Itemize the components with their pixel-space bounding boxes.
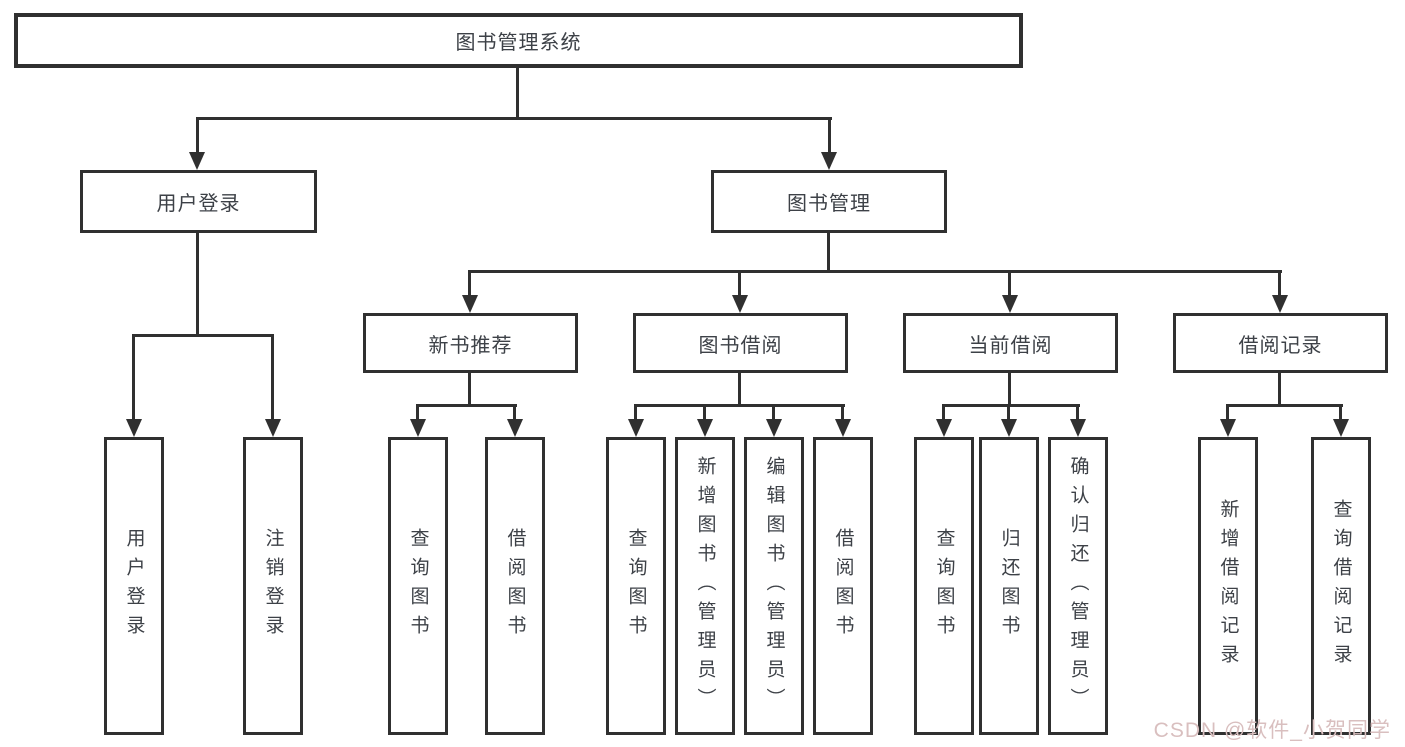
- connector-line: [738, 270, 741, 297]
- connector-line: [132, 334, 135, 421]
- leaf-cb-return-books: 归还图书: [979, 437, 1039, 735]
- arrow-down-icon: [766, 419, 782, 437]
- node-label: 查询图书: [625, 528, 647, 644]
- node-label: 编辑图书（管理员）: [763, 455, 785, 717]
- connector-line: [1278, 270, 1281, 297]
- node-label: 借阅图书: [504, 528, 526, 644]
- arrow-down-icon: [1272, 295, 1288, 313]
- arrow-down-icon: [462, 295, 478, 313]
- connector-line: [1226, 404, 1229, 421]
- arrow-down-icon: [265, 419, 281, 437]
- connector-line: [1076, 404, 1079, 421]
- leaf-br-add-record: 新增借阅记录: [1198, 437, 1258, 735]
- connector-line: [634, 404, 845, 407]
- leaf-cb-query-books: 查询图书: [914, 437, 974, 735]
- node-current-borrow: 当前借阅: [903, 313, 1118, 373]
- connector-line: [772, 404, 775, 421]
- node-book-management: 图书管理: [711, 170, 947, 233]
- node-user-login: 用户登录: [80, 170, 317, 233]
- arrow-down-icon: [835, 419, 851, 437]
- connector-line: [827, 230, 830, 273]
- arrow-down-icon: [936, 419, 952, 437]
- node-label: 注销登录: [262, 528, 284, 644]
- leaf-bb-add-books-admin: 新增图书（管理员）: [675, 437, 735, 735]
- arrow-down-icon: [189, 152, 205, 170]
- leaf-bb-borrow-books: 借阅图书: [813, 437, 873, 735]
- arrow-down-icon: [410, 419, 426, 437]
- connector-line: [516, 66, 519, 119]
- connector-line: [416, 404, 517, 407]
- arrow-down-icon: [1220, 419, 1236, 437]
- leaf-logout: 注销登录: [243, 437, 303, 735]
- node-label: 新增图书（管理员）: [694, 455, 716, 717]
- node-borrow-records: 借阅记录: [1173, 313, 1388, 373]
- leaf-nb-borrow-books: 借阅图书: [485, 437, 545, 735]
- connector-line: [469, 270, 1282, 273]
- connector-line: [513, 404, 516, 421]
- csdn-watermark: CSDN @软件_小贺同学: [1153, 719, 1391, 742]
- node-label: 用户登录: [123, 528, 145, 644]
- connector-line: [132, 334, 274, 337]
- node-label: 查询借阅记录: [1330, 499, 1352, 673]
- node-label: 查询图书: [933, 528, 955, 644]
- connector-line: [196, 117, 199, 155]
- connector-line: [942, 404, 1080, 407]
- arrow-down-icon: [821, 152, 837, 170]
- arrow-down-icon: [1333, 419, 1349, 437]
- connector-line: [1339, 404, 1342, 421]
- connector-line: [703, 404, 706, 421]
- arrow-down-icon: [126, 419, 142, 437]
- leaf-br-query-record: 查询借阅记录: [1311, 437, 1371, 735]
- connector-line: [828, 117, 831, 155]
- leaf-cb-confirm-return-admin: 确认归还（管理员）: [1048, 437, 1108, 735]
- connector-line: [1007, 404, 1010, 421]
- connector-line: [468, 371, 471, 407]
- connector-line: [1278, 371, 1281, 407]
- connector-line: [738, 371, 741, 407]
- arrow-down-icon: [1002, 295, 1018, 313]
- connector-line: [841, 404, 844, 421]
- node-label: 归还图书: [998, 528, 1020, 644]
- connector-line: [942, 404, 945, 421]
- leaf-user-login: 用户登录: [104, 437, 164, 735]
- connector-line: [196, 230, 199, 337]
- arrow-down-icon: [1001, 419, 1017, 437]
- node-label: 新增借阅记录: [1217, 499, 1239, 673]
- connector-line: [634, 404, 637, 421]
- connector-line: [468, 270, 471, 297]
- node-label: 查询图书: [407, 528, 429, 644]
- arrow-down-icon: [507, 419, 523, 437]
- arrow-down-icon: [732, 295, 748, 313]
- connector-line: [1226, 404, 1343, 407]
- connector-line: [196, 117, 832, 120]
- arrow-down-icon: [1070, 419, 1086, 437]
- leaf-bb-query-books: 查询图书: [606, 437, 666, 735]
- node-new-book-recommend: 新书推荐: [363, 313, 578, 373]
- leaf-bb-edit-books-admin: 编辑图书（管理员）: [744, 437, 804, 735]
- connector-line: [1008, 371, 1011, 407]
- leaf-nb-query-books: 查询图书: [388, 437, 448, 735]
- node-label: 借阅图书: [832, 528, 854, 644]
- connector-line: [416, 404, 419, 421]
- node-book-borrow: 图书借阅: [633, 313, 848, 373]
- arrow-down-icon: [697, 419, 713, 437]
- connector-line: [1008, 270, 1011, 297]
- node-label: 确认归还（管理员）: [1067, 455, 1089, 717]
- connector-line: [271, 334, 274, 421]
- arrow-down-icon: [628, 419, 644, 437]
- node-root: 图书管理系统: [14, 13, 1023, 68]
